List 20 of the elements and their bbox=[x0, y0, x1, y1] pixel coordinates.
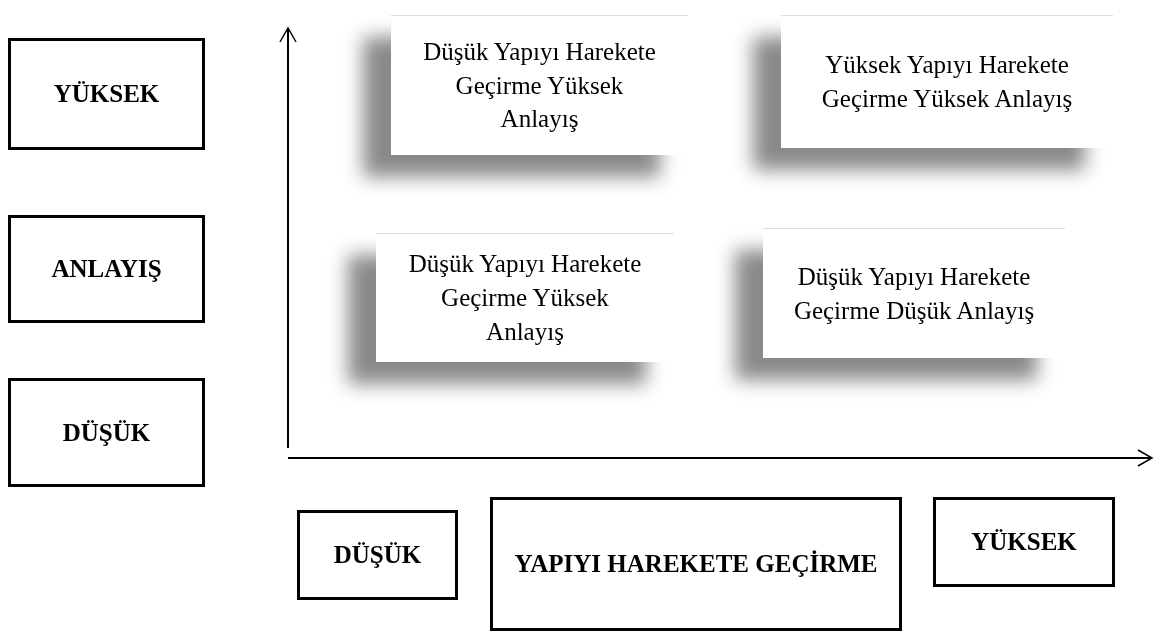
axis-label-box bbox=[8, 215, 205, 323]
quadrant-card bbox=[763, 228, 1065, 358]
box-text: Düşük Yapıyı Harekete Geçirme Yüksek Anlayış bbox=[422, 36, 657, 135]
quadrant-card bbox=[376, 233, 674, 362]
quadrant-card bbox=[391, 15, 688, 155]
box-text: ANLAYIŞ bbox=[51, 254, 162, 285]
axis-title-box bbox=[490, 497, 902, 631]
box-text: YAPIYI HAREKETE GEÇİRME bbox=[514, 549, 878, 580]
box-text: Düşük Yapıyı Harekete Geçirme Yüksek Anlayış bbox=[407, 249, 643, 347]
box-text: Yüksek Yapıyı Harekete Geçirme Yüksek Anlayış bbox=[820, 50, 1074, 114]
box-text: YÜKSEK bbox=[53, 79, 160, 110]
box-text: DÜŞÜK bbox=[333, 540, 422, 571]
axis-label-box bbox=[8, 378, 205, 487]
quadrant-card bbox=[781, 15, 1113, 148]
box-text: DÜŞÜK bbox=[62, 417, 151, 448]
box-text: YÜKSEK bbox=[971, 527, 1077, 558]
axis-label-box bbox=[933, 497, 1115, 587]
box-text: Düşük Yapıyı Harekete Geçirme Düşük Anlayış bbox=[793, 261, 1035, 326]
axis-label-box bbox=[297, 510, 458, 600]
axis-label-box bbox=[8, 38, 205, 150]
